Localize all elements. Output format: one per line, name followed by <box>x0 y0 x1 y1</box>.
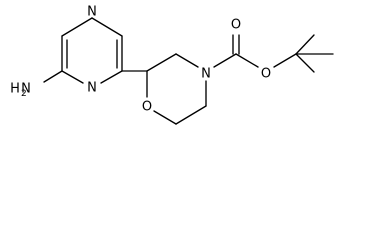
bond-n-carbonyl <box>213 53 237 68</box>
bond-c6-o <box>153 110 177 125</box>
bond-n1-c2 <box>61 17 93 37</box>
atom-amine-n: N <box>21 82 31 97</box>
bond-ester-tbu <box>273 53 297 68</box>
atom-n-morpholine: N <box>201 67 211 82</box>
structure-diagram: N N N H 2 N O O O <box>10 5 334 125</box>
atom-n-top: N <box>87 5 97 20</box>
bond-c2-c3m <box>146 53 177 72</box>
boc-group <box>213 34 334 73</box>
atom-o-ester: O <box>261 67 271 82</box>
bond-c6-amine <box>43 70 63 83</box>
atom-amine-subscript: 2 <box>21 89 27 99</box>
molecule-drawing: N N N H 2 N O O O <box>10 5 334 125</box>
atom-n-bottom: N <box>87 81 97 96</box>
pyrazine-ring <box>43 17 123 84</box>
morpholine-ring <box>146 53 207 125</box>
bond-c3a-n4 <box>100 70 123 84</box>
atom-amine-h: H <box>10 82 20 97</box>
bond-c5-c6 <box>175 105 207 125</box>
bond-tbu-methyl-top <box>295 34 315 55</box>
bond-c3m-n <box>175 53 199 68</box>
bond-c2-c3 <box>91 17 123 37</box>
bond-carbonyl-ester <box>235 53 259 68</box>
bond-tbu-methyl-bottom <box>295 53 315 73</box>
atom-o-ring: O <box>142 100 152 115</box>
atom-o-carbonyl: O <box>231 18 241 33</box>
bond-c6-n5 <box>61 70 84 84</box>
